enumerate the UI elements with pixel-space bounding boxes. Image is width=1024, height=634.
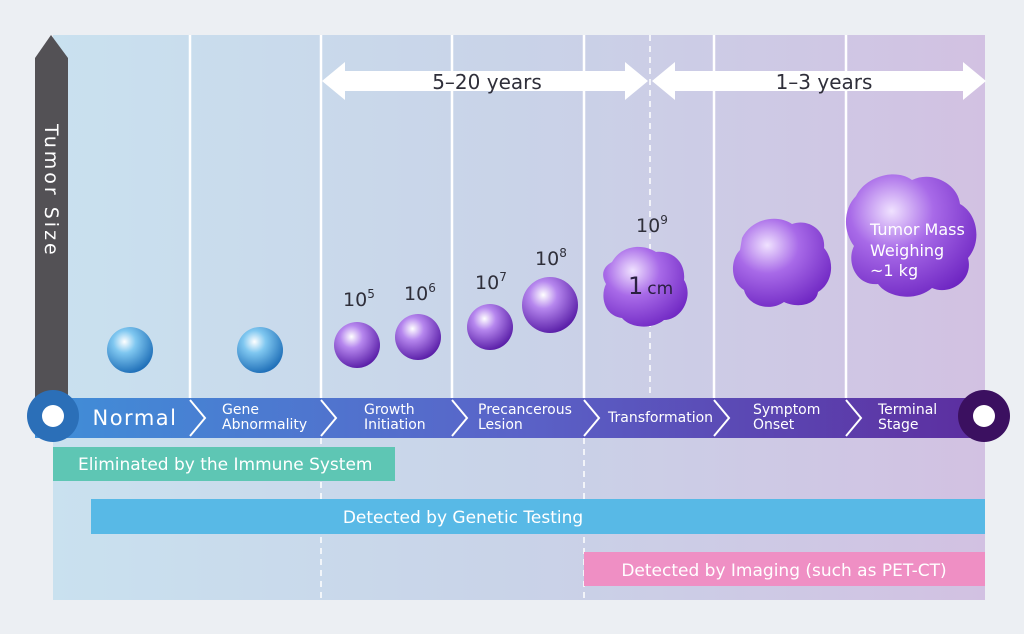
cell-10-5	[334, 322, 380, 368]
tumor-terminal	[845, 174, 977, 297]
stage-terminal-line1: Terminal	[877, 402, 937, 418]
stage-symptom-line2: Onset	[753, 417, 795, 433]
cell-10-6	[395, 314, 441, 360]
cell-10-8	[522, 277, 578, 333]
mass-label-line1: Tumor Mass	[869, 220, 965, 239]
stage-growth-line1: Growth	[364, 402, 415, 418]
stage-growth-line2: Initiation	[364, 417, 426, 433]
tumor-size-axis: Tumor Size	[35, 35, 68, 400]
mass-label-line3: ~1 kg	[870, 261, 918, 280]
tumor-mass-label: Tumor Mass Weighing ~1 kg	[869, 220, 965, 280]
stage-gene-line1: Gene	[222, 402, 259, 418]
stage-dividers	[188, 35, 848, 398]
genetic-band-label: Detected by Genetic Testing	[343, 508, 583, 528]
count-10-9: 109	[636, 213, 668, 237]
stage-symptom-line1: Symptom	[753, 402, 820, 418]
detection-bands: Eliminated by the Immune System Detected…	[53, 447, 985, 586]
axis-label: Tumor Size	[40, 123, 62, 258]
genetic-band	[91, 499, 985, 534]
stage-gene-line2: Abnormality	[222, 417, 307, 433]
count-10-6: 106	[404, 281, 436, 305]
duration-arrow-early: 5–20 years	[322, 62, 648, 100]
imaging-band-label: Detected by Imaging (such as PET-CT)	[621, 561, 946, 581]
cells	[107, 174, 977, 373]
normal-cell	[107, 327, 153, 373]
stage-precancer-line2: Lesion	[478, 417, 523, 433]
mass-label-line2: Weighing	[870, 241, 944, 260]
count-10-5: 105	[343, 287, 375, 311]
tumor-symptom	[732, 218, 832, 307]
cell-count-labels: 105 106 107 108 109	[343, 213, 668, 311]
count-10-8: 108	[535, 246, 567, 270]
immune-band-label: Eliminated by the Immune System	[78, 455, 372, 475]
abnormal-cell	[237, 327, 283, 373]
imaging-band	[584, 552, 985, 586]
stage-terminal-line2: Stage	[878, 417, 918, 433]
count-10-7: 107	[475, 270, 507, 294]
immune-band	[53, 447, 395, 481]
cell-10-7	[467, 304, 513, 350]
duration-early-label: 5–20 years	[432, 70, 542, 94]
timeline-bar	[27, 390, 1010, 442]
stage-transformation: Transformation	[607, 410, 713, 426]
duration-late-label: 1–3 years	[776, 70, 873, 94]
stage-precancer-line1: Precancerous	[478, 402, 572, 418]
stage-normal: Normal	[93, 406, 178, 430]
duration-arrow-late: 1–3 years	[652, 62, 986, 100]
stage-labels: Normal Gene Abnormality Growth Initiatio…	[93, 402, 938, 433]
tumor-1cm	[603, 246, 688, 327]
